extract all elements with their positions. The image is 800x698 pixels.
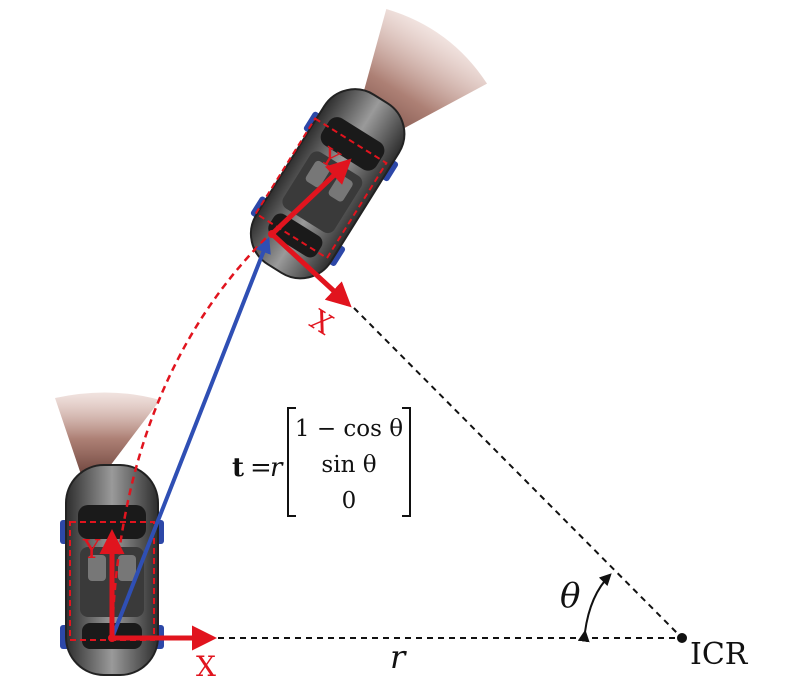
angle-arc xyxy=(577,573,612,643)
x-axis-top-label: X xyxy=(304,303,338,342)
origin-dot-bottom xyxy=(108,634,116,642)
matrix-bracket-left xyxy=(287,407,296,517)
radius-line-top xyxy=(353,307,683,639)
angle-label: θ xyxy=(560,576,580,616)
car-windshield xyxy=(320,117,385,171)
matrix-row-2: sin θ xyxy=(321,452,376,478)
matrix-row-1: 1 − cos θ xyxy=(295,416,403,442)
car-seat xyxy=(118,555,136,581)
fov-cone-bottom xyxy=(55,392,160,495)
equation-vector: t xyxy=(232,453,244,483)
car-seat xyxy=(88,555,106,581)
translation-vector xyxy=(110,237,271,639)
y-axis-top-arrow xyxy=(270,158,352,236)
x-axis-top-arrow xyxy=(270,232,352,308)
equation-equals: = xyxy=(250,453,272,483)
icr-label: ICR xyxy=(690,637,749,672)
equation-scalar: r xyxy=(270,453,284,483)
origin-dot-top xyxy=(268,230,276,238)
x-axis-bottom-label: X xyxy=(196,650,216,683)
matrix-bracket-right xyxy=(402,407,411,517)
trajectory-arc xyxy=(110,231,273,639)
matrix-row-3: 0 xyxy=(342,488,357,514)
y-axis-bottom-label: Y xyxy=(82,535,101,565)
radius-label: r xyxy=(390,638,407,676)
translation-equation: t = r 1 − cos θ sin θ 0 xyxy=(232,407,411,517)
car-seat xyxy=(305,160,330,188)
dot-icon xyxy=(677,633,687,643)
